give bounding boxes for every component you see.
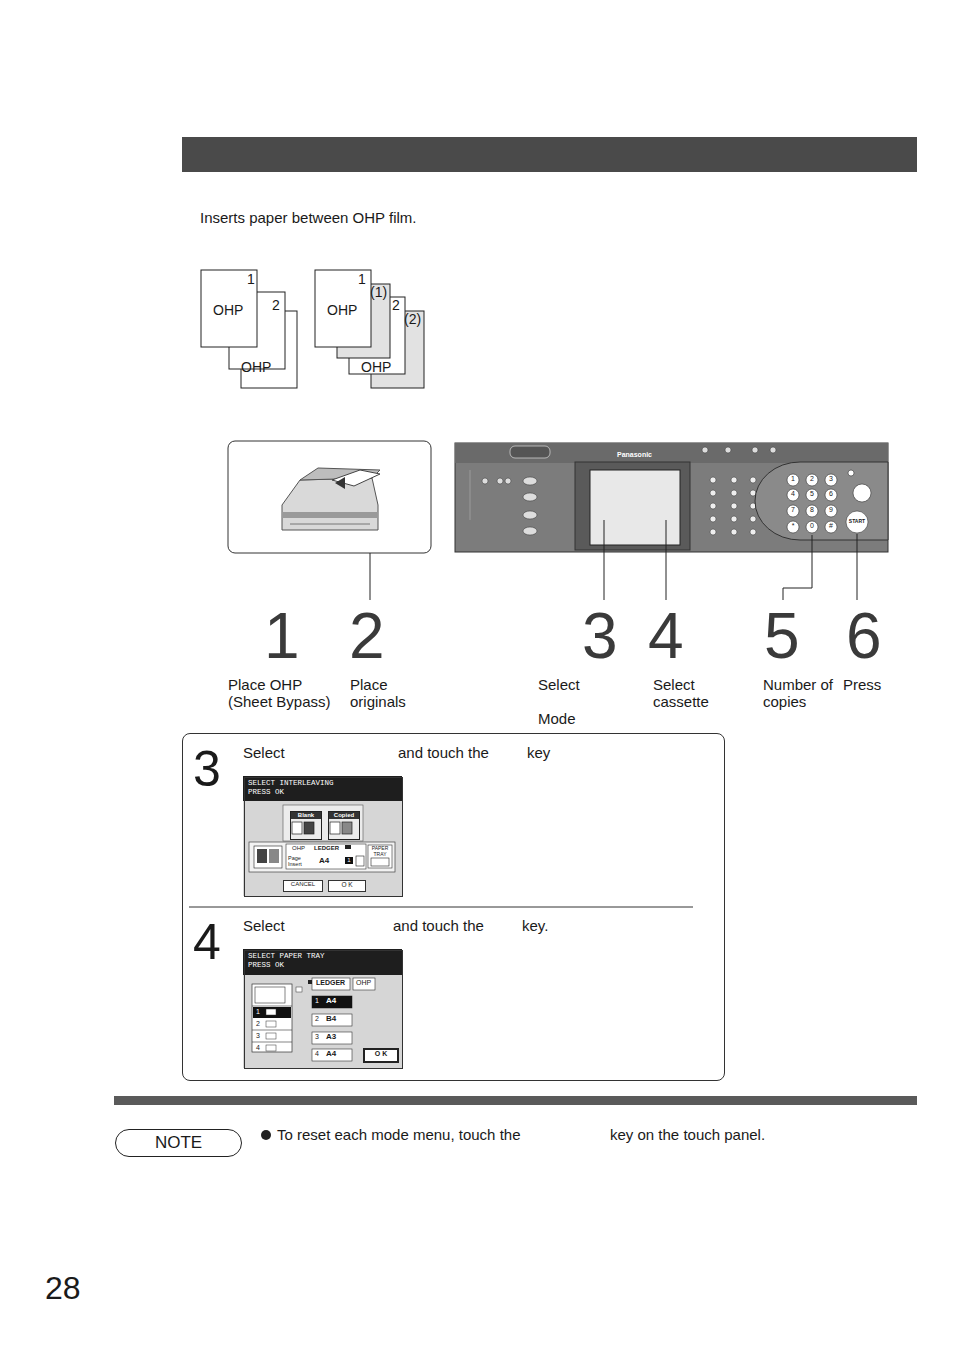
step-number: 5 xyxy=(764,600,800,674)
page-number: 28 xyxy=(45,1270,81,1307)
label: A4 xyxy=(326,996,336,1005)
touch-screen: SELECT INTERLEAVING PRESS OK Blank CopiedC… xyxy=(244,777,403,897)
paper-tray-screen-art xyxy=(243,949,402,1068)
key-label: * xyxy=(788,522,798,530)
node-text: SELECT INTERLEAVING PRESS OK xyxy=(248,779,348,796)
label: To reset each mode menu, touch the xyxy=(277,1126,520,1143)
node-text: CANCEL xyxy=(284,881,322,888)
node-text: and touch the xyxy=(398,744,489,761)
label: Number of copies xyxy=(763,676,845,711)
step-separator xyxy=(189,907,693,908)
screen-button: CANCEL xyxy=(283,880,323,892)
interleaving-screen-art xyxy=(243,776,402,896)
node-text: key xyxy=(527,744,550,761)
node-text: Select xyxy=(243,917,285,934)
screen-button: Blank xyxy=(290,811,322,840)
step-number: 4 xyxy=(648,600,684,674)
note-tag: NOTE xyxy=(115,1129,242,1157)
label: START xyxy=(848,519,866,525)
label: 4 xyxy=(315,1050,319,1058)
node-text: NOTE xyxy=(116,1133,241,1153)
label: Mode xyxy=(538,710,576,727)
label: A3 xyxy=(326,1032,336,1041)
header-bar xyxy=(182,137,917,172)
key-label: 4 xyxy=(788,490,798,498)
label: OHP xyxy=(356,979,371,987)
step-number: 2 xyxy=(349,600,385,674)
label: (2) xyxy=(404,311,421,327)
node-text: Blank xyxy=(291,812,321,819)
label: 2 xyxy=(315,1015,319,1023)
label: Inserts paper between OHP film. xyxy=(200,209,417,226)
label: 3 xyxy=(315,1033,319,1041)
node-text: key. xyxy=(522,917,548,934)
label: 1 xyxy=(247,271,255,287)
key-label: 5 xyxy=(807,490,817,498)
key-label: 8 xyxy=(807,506,817,514)
label: 2 xyxy=(392,297,400,313)
key-label: 7 xyxy=(788,506,798,514)
instruction-box: 3Selectand touch thekey4Selectand touch … xyxy=(182,733,725,1081)
label: LEDGER xyxy=(316,979,345,987)
key-label: 2 xyxy=(807,475,817,483)
label: 3 xyxy=(256,1032,260,1040)
label: 2 xyxy=(272,297,280,313)
step-number: 3 xyxy=(582,600,618,674)
label: OHP xyxy=(327,302,357,318)
label: Select xyxy=(538,676,580,693)
label: Place originals xyxy=(350,676,420,711)
label: A4 xyxy=(326,1049,336,1058)
key-label: 3 xyxy=(826,475,836,483)
step-number: 1 xyxy=(264,600,300,674)
label: 4 xyxy=(256,1044,260,1052)
screen-button: O K xyxy=(328,880,366,892)
label: Select cassette xyxy=(653,676,725,711)
label: Place OHP (Sheet Bypass) xyxy=(228,676,340,711)
label: OHP xyxy=(213,302,243,318)
node-text: Select xyxy=(243,744,285,761)
key-label: # xyxy=(826,522,836,530)
key-label: 1 xyxy=(788,475,798,483)
label: Press xyxy=(843,676,881,693)
label: OHP xyxy=(241,359,271,375)
label: Page Insert xyxy=(288,855,310,868)
step-number: 6 xyxy=(846,600,882,674)
screen-button: Copied xyxy=(328,811,360,840)
node-text: SELECT PAPER TRAY PRESS OK xyxy=(248,952,338,969)
label: key on the touch panel. xyxy=(610,1126,765,1143)
label: 1 xyxy=(358,271,366,287)
label: PAPER TRAY xyxy=(368,846,392,858)
label: LEDGER xyxy=(314,845,339,852)
section-bar xyxy=(114,1096,917,1105)
label: A4 xyxy=(319,856,329,865)
key-label: 9 xyxy=(826,506,836,514)
screen-button: O K xyxy=(363,1048,399,1063)
node-text: 4 xyxy=(193,914,221,972)
node-text: 3 xyxy=(193,741,221,799)
label: OHP xyxy=(292,845,305,852)
label: 1 xyxy=(345,857,353,864)
label: OHP xyxy=(361,359,391,375)
bullet xyxy=(261,1130,271,1140)
key-label: 0 xyxy=(807,522,817,530)
node-text: O K xyxy=(329,881,365,888)
leader-lines xyxy=(370,520,857,600)
label: B4 xyxy=(326,1014,336,1023)
node-text: Copied xyxy=(329,812,359,819)
node-text: O K xyxy=(365,1050,397,1058)
ohp-interleaved-sheets xyxy=(315,270,424,388)
node-text: and touch the xyxy=(393,917,484,934)
control-panel-illustration xyxy=(455,443,888,552)
ohp-sheets xyxy=(201,270,297,388)
label: 1 xyxy=(256,1008,260,1016)
label: 2 xyxy=(256,1020,260,1028)
label: (1) xyxy=(370,284,387,300)
document-feeder-illustration xyxy=(228,441,431,553)
touch-screen: SELECT PAPER TRAY PRESS OK O K xyxy=(244,950,403,1069)
label: 1 xyxy=(315,997,319,1005)
key-label: 6 xyxy=(826,490,836,498)
label: Panasonic xyxy=(617,451,652,459)
